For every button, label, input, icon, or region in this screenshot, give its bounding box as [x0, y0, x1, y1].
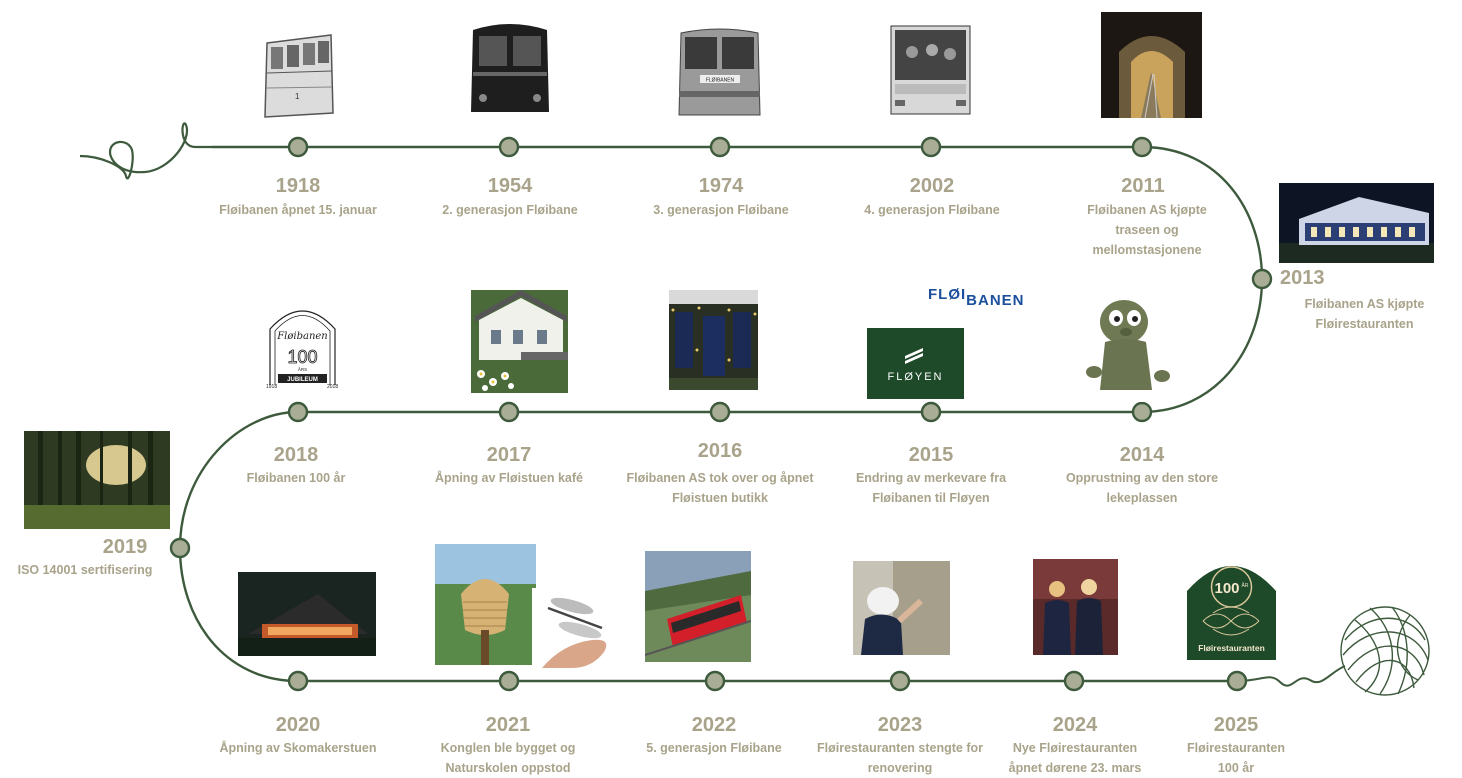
- milestone-year: 2021: [485, 714, 531, 736]
- milestone-caption: Fløibanen AS tok over og åpnet Fløistuen…: [626, 471, 814, 505]
- svg-text:FLØYEN: FLØYEN: [887, 371, 943, 383]
- timeline-node-2019: [169, 537, 191, 559]
- timeline-node-2018: [287, 401, 309, 423]
- svg-text:FLØIBANEN: FLØIBANEN: [706, 78, 735, 84]
- yarn-ball-icon: [1340, 606, 1430, 696]
- milestone-year: 2018: [273, 444, 319, 466]
- milestone-caption: Opprustning av den store lekeplassen: [1065, 471, 1219, 505]
- milestone-caption: 4. generasjon Fløibane: [864, 203, 1000, 217]
- svg-text:Fløirestauranten: Fløirestauranten: [1198, 643, 1265, 653]
- timeline-node-2002: [920, 136, 942, 158]
- dragonfly-photo: [532, 588, 624, 668]
- tram-1974-photo: FLØIBANEN: [676, 25, 763, 121]
- renovation-photo: [853, 561, 950, 655]
- timeline-node-2017: [498, 401, 520, 423]
- timeline-node-2021: [498, 670, 520, 692]
- svg-text:JUBILEUM: JUBILEUM: [287, 377, 318, 383]
- svg-text:1: 1: [295, 92, 300, 101]
- timeline-node-1918: [287, 136, 309, 158]
- troll-photo: [1080, 292, 1175, 402]
- svg-text:ÅRS: ÅRS: [298, 366, 307, 372]
- tram-2002-photo: [887, 22, 974, 118]
- milestone-caption: 5. generasjon Fløibane: [646, 741, 782, 755]
- milestone-caption: 3. generasjon Fløibane: [653, 203, 789, 217]
- timeline-node-2016: [709, 401, 731, 423]
- milestone-year: 1918: [275, 175, 321, 197]
- timeline-node-2022: [704, 670, 726, 692]
- forest-photo: [24, 431, 170, 529]
- timeline-node-1974: [709, 136, 731, 158]
- milestone-caption: Åpning av Skomakerstuen: [219, 741, 377, 755]
- timeline-node-2014: [1131, 401, 1153, 423]
- svg-text:100: 100: [1214, 580, 1239, 597]
- opening-photo: [1033, 559, 1118, 655]
- milestone-year: 2011: [1121, 175, 1165, 197]
- svg-text:1918: 1918: [266, 384, 277, 390]
- floibanen-logo-part-a: FLØI: [928, 286, 967, 303]
- milestone-caption: ISO 14001 sertifisering: [17, 563, 153, 577]
- restaurant-photo: [1279, 183, 1434, 263]
- yarn-thread-icon: [1236, 665, 1346, 687]
- milestone-year: 2023: [877, 714, 923, 736]
- timeline-node-2013: [1251, 268, 1273, 290]
- svg-text:Fløibanen: Fløibanen: [276, 331, 328, 342]
- svg-text:ÅR: ÅR: [1242, 582, 1249, 589]
- milestone-caption: Fløibanen AS kjøpte traseen og mellomsta…: [1087, 203, 1207, 257]
- milestone-year: 2024: [1052, 714, 1098, 736]
- cabin-photo: [238, 572, 376, 656]
- milestone-year: 2020: [275, 714, 321, 736]
- svg-text:100: 100: [287, 347, 317, 367]
- milestone-caption: Fløirestauranten stengte for renovering: [817, 741, 983, 775]
- milestone-year: 1954: [487, 175, 533, 197]
- anniversary-badge: 100 ÅR Fløirestauranten: [1183, 551, 1280, 660]
- milestone-caption: Fløibanen 100 år: [246, 471, 346, 485]
- cone-photo: [435, 544, 536, 665]
- milestone-caption: Fløirestauranten 100 år: [1187, 741, 1285, 775]
- tram-1954-photo: [469, 20, 551, 118]
- milestone-year: 2002: [909, 175, 955, 197]
- milestone-caption: Endring av merkevare fra Fløibanen til F…: [855, 471, 1007, 505]
- timeline-node-2011: [1131, 136, 1153, 158]
- milestone-year: 2013: [1280, 267, 1325, 289]
- milestone-year: 1974: [698, 175, 744, 197]
- timeline-node-2023: [889, 670, 911, 692]
- tram-1918-photo: 1: [261, 33, 338, 123]
- jubilee-logo: Fløibanen 100 ÅRS JUBILEUM 1918 2018: [264, 291, 341, 392]
- red-tram-photo: [645, 551, 751, 662]
- timeline-node-2015: [920, 401, 942, 423]
- milestone-year: 2025: [1213, 714, 1259, 736]
- floibanen-logo-part-b: BANEN: [966, 292, 1025, 309]
- milestone-year: 2014: [1119, 444, 1165, 466]
- timeline-node-2024: [1063, 670, 1085, 692]
- milestone-caption: Nye Fløirestauranten åpnet dørene 23. ma…: [1008, 741, 1142, 775]
- floyen-logo: FLØYEN: [867, 328, 964, 399]
- milestone-caption: Fløibanen AS kjøpte Fløirestauranten: [1304, 297, 1425, 331]
- tunnel-photo: [1101, 12, 1202, 118]
- timeline-node-1954: [498, 136, 520, 158]
- svg-text:2018: 2018: [327, 384, 338, 390]
- milestone-caption: Fløibanen åpnet 15. januar: [219, 203, 377, 217]
- milestone-caption: Konglen ble bygget og Naturskolen oppsto…: [440, 741, 576, 775]
- cafe-photo: [471, 290, 568, 393]
- milestone-year: 2015: [908, 444, 954, 466]
- shop-photo: [669, 290, 758, 390]
- milestone-caption: Åpning av Fløistuen kafé: [435, 471, 583, 485]
- timeline-node-2025: [1226, 670, 1248, 692]
- milestone-year: 2022: [691, 714, 737, 736]
- timeline-node-2020: [287, 670, 309, 692]
- milestone-year: 2016: [697, 440, 743, 462]
- milestone-year: 2017: [486, 444, 532, 466]
- milestone-year: 2019: [102, 536, 148, 558]
- start-curl-icon: [79, 122, 212, 180]
- floibanen-logo: FLØIBANEN: [928, 286, 1025, 309]
- milestone-caption: 2. generasjon Fløibane: [442, 203, 578, 217]
